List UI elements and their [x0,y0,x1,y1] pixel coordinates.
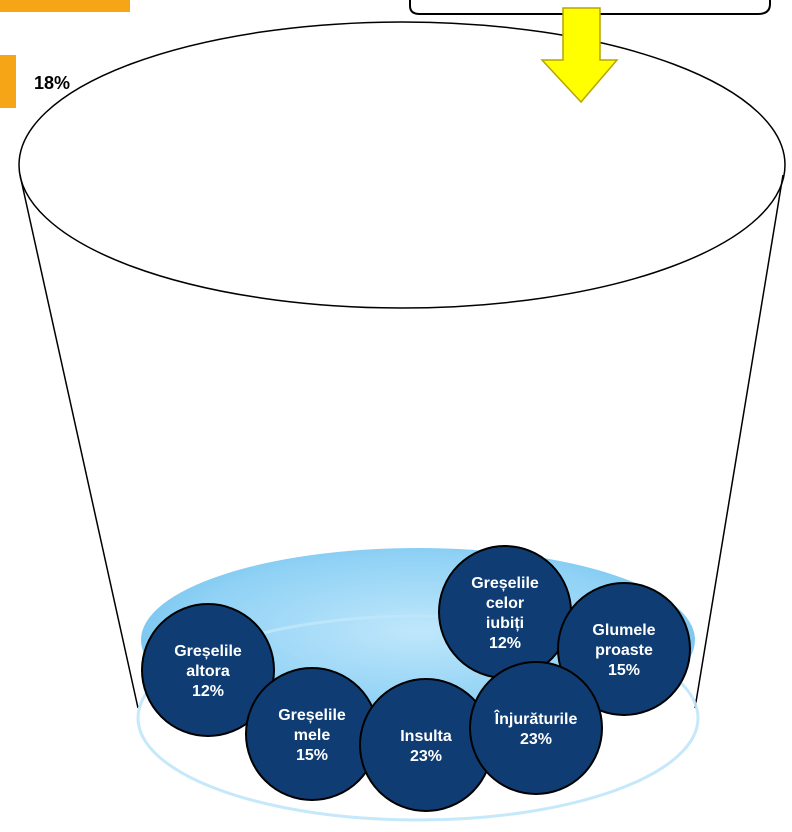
cup-top-rim [18,21,786,309]
ball-label-line: 15% [296,747,328,764]
ball-label-line: 12% [489,635,521,652]
ball-injuraturile: Înjurăturile 23% [469,661,603,795]
ball-circle [141,603,275,737]
ball-greselile-celor-iubiti: Greșelile celor iubiți 12% [438,545,572,679]
ball-label-line: Înjurăturile [494,709,578,728]
ball-label-line: 12% [192,683,224,700]
side-percentage-label: 18% [34,73,70,93]
arrow-down-icon [540,7,619,104]
ball-label-line: celor [486,595,524,612]
ball-label-line: mele [294,727,331,744]
cup-right-wall [694,174,784,709]
ball-label-line: 23% [410,748,442,765]
balls-group: Greșelile altora 12% Greșelile mele 15% Insult… [141,545,691,812]
ball-label-line: Insulta [400,728,452,745]
ball-greselile-altora: Greșelile altora 12% [141,603,275,737]
ball-circle [438,545,572,679]
ball-label-line: Greșelile [471,575,539,592]
cup-bottom-rim [136,614,700,822]
ball-label-line: proaste [595,642,653,659]
ball-label-line: iubiți [486,615,524,632]
ball-glumele-proaste: Glumele proaste 15% [557,582,691,716]
ball-label-line: Glumele [592,622,655,639]
ball-label-line: Greșelile [278,707,346,724]
ball-circle [469,661,603,795]
ball-label-line: altora [186,663,230,680]
cup-left-wall [19,174,139,709]
ball-greselile-mele: Greșelile mele 15% [245,667,379,801]
ball-label-line: 23% [520,731,552,748]
accent-block-top [0,0,130,12]
ball-label-line: Greșelile [174,643,242,660]
ball-label-line: 15% [608,662,640,679]
ball-insulta: Insulta 23% [359,678,493,812]
ball-circle [557,582,691,716]
accent-bar-left [0,55,16,108]
